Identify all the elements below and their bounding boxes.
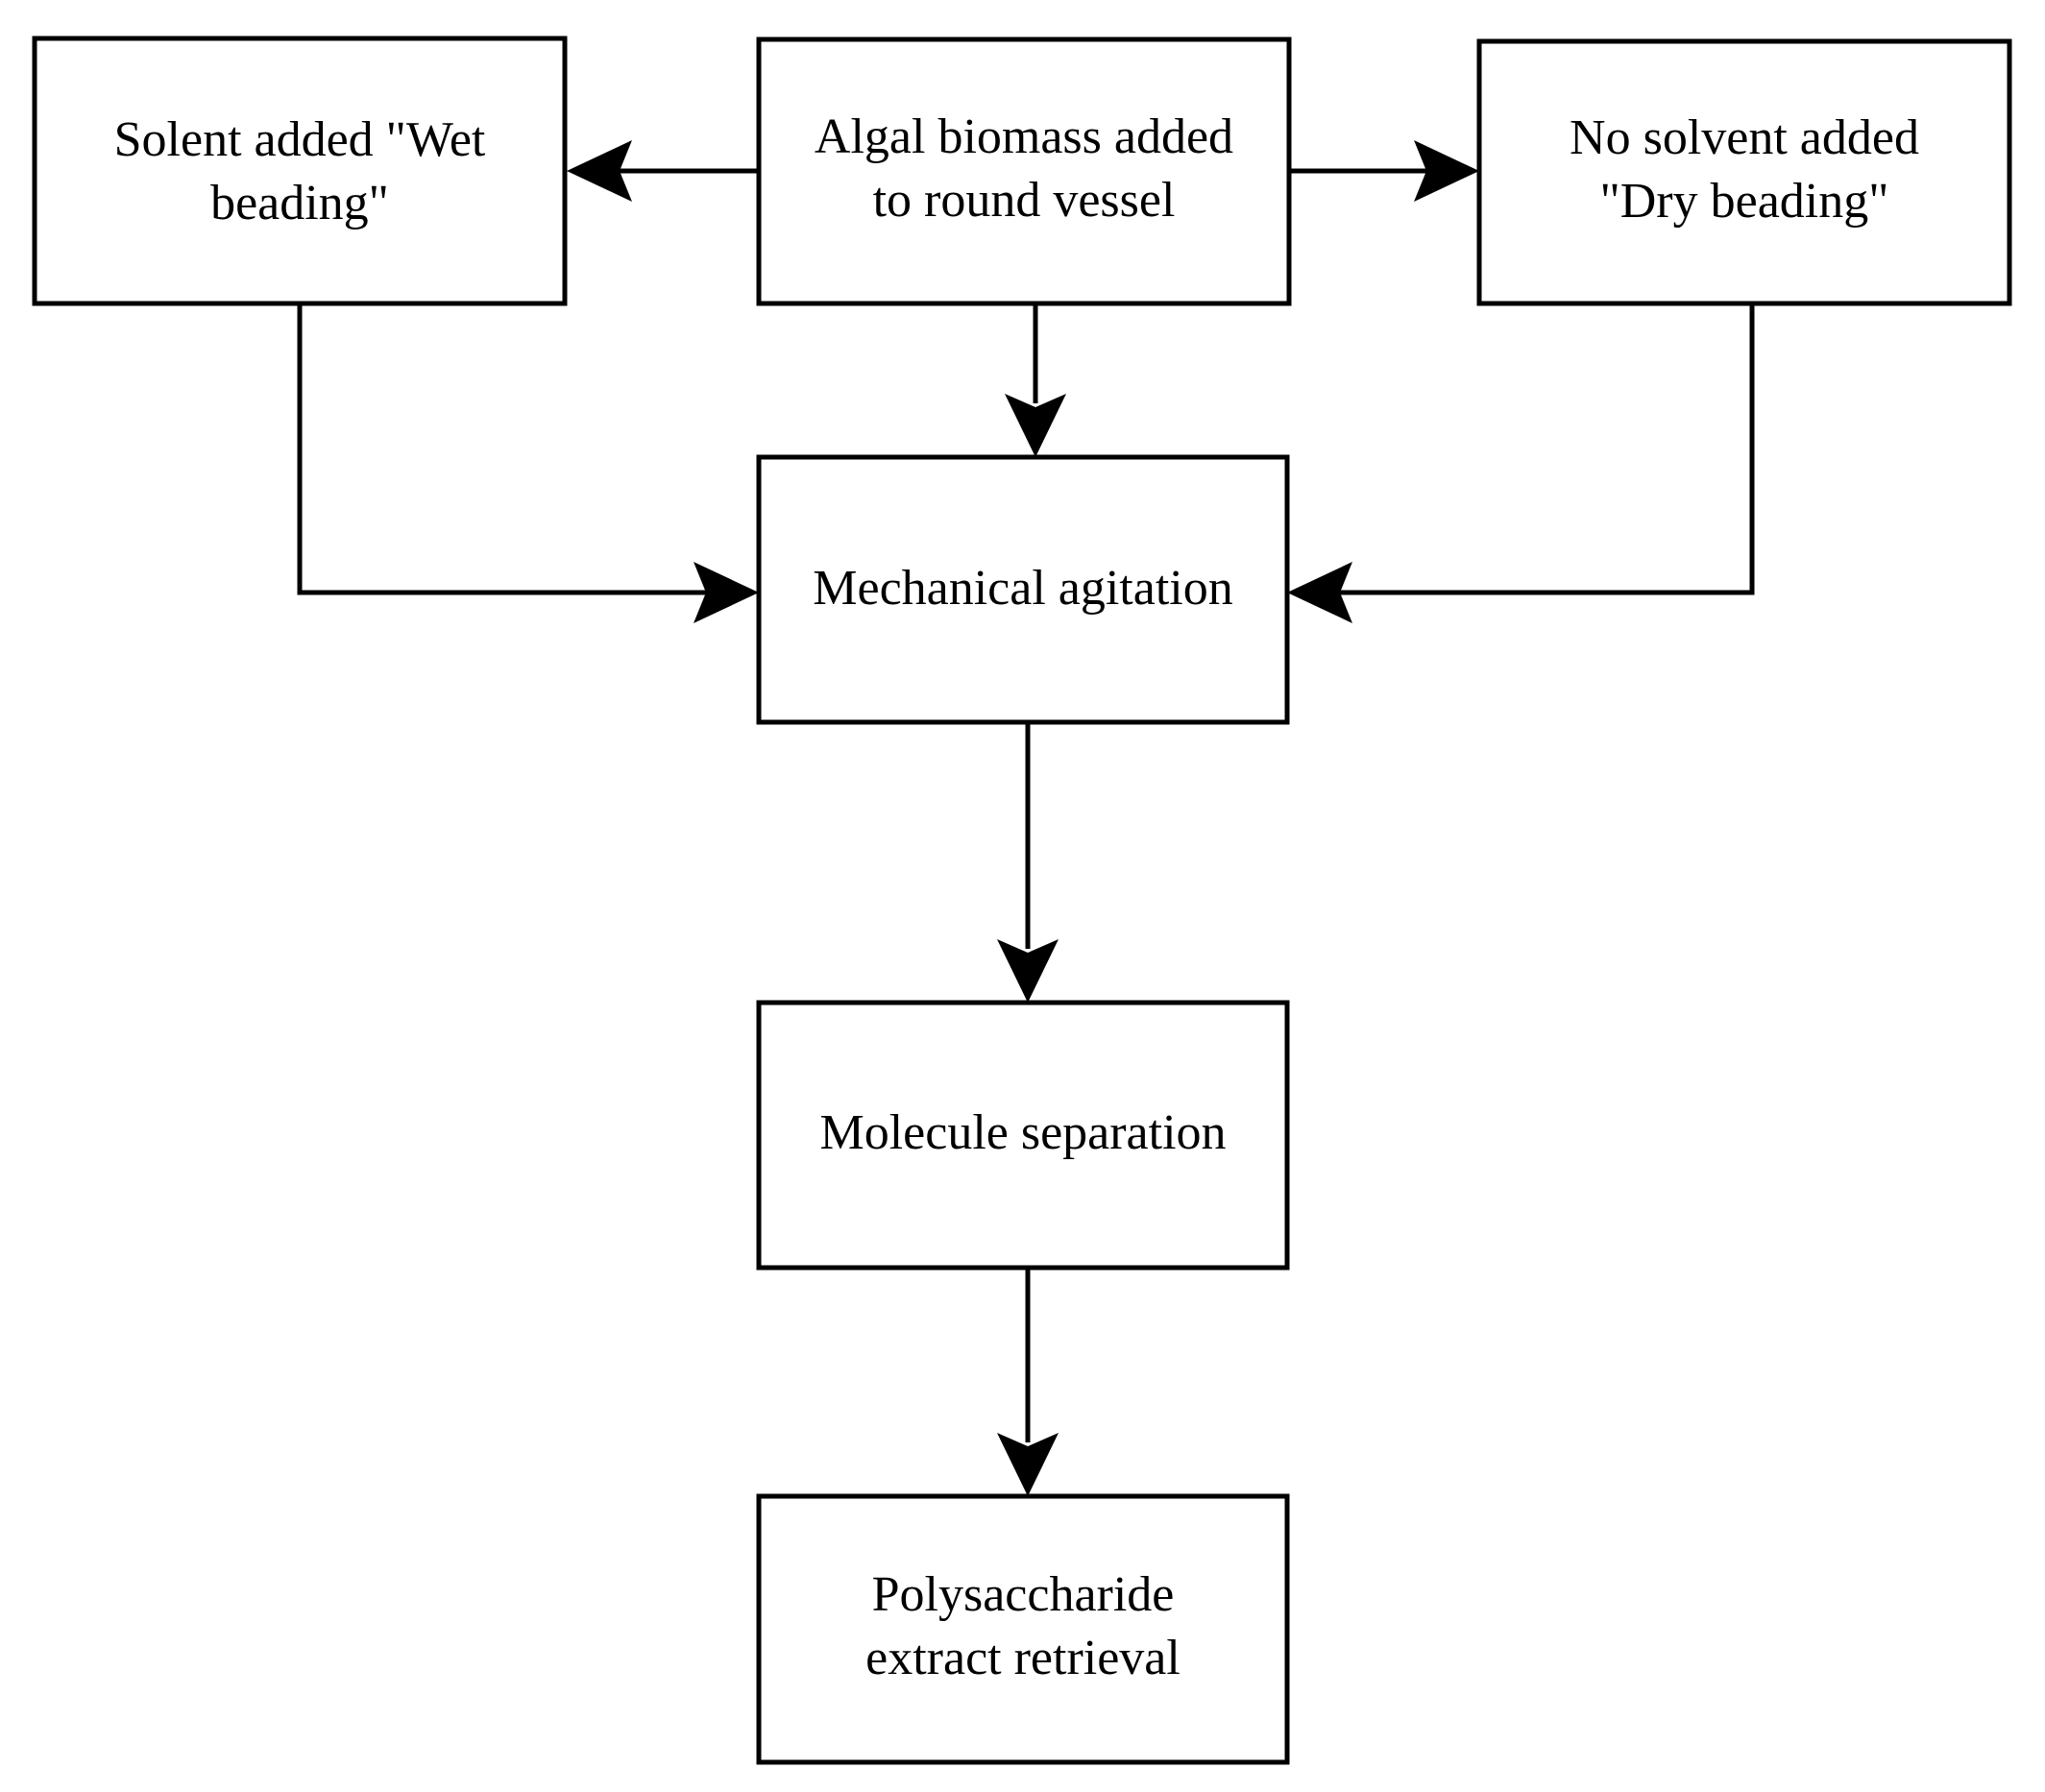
node-algal-biomass-label-line1: Algal biomass added [815,109,1233,164]
node-polysaccharide-retrieval-label-line1: Polysaccharide [872,1567,1175,1622]
edge-algal-to-mechanical-agitation-arrowhead [1005,394,1066,457]
edge-algal-to-dry-beading-arrowhead [1414,140,1479,202]
node-polysaccharide-retrieval-box[interactable] [756,1493,1290,1765]
edge-algal-to-dry-beading [1289,140,1479,202]
node-mechanical-agitation-label-line1: Mechanical agitation [813,561,1232,616]
node-dry-beading[interactable]: No solvent added "Dry beading" [1476,38,2012,306]
edge-algal-to-mechanical-agitation [1005,303,1066,457]
node-molecule-separation[interactable]: Molecule separation [756,1000,1290,1271]
node-dry-beading-label-line2: "Dry beading" [1600,174,1889,229]
node-algal-biomass[interactable]: Algal biomass added to round vessel [756,36,1292,306]
node-algal-biomass-box[interactable] [756,36,1292,306]
edge-algal-to-wet-beading-arrowhead [567,140,632,202]
edge-mechanical-agitation-to-molecule-separation-arrowhead [997,939,1059,1003]
edge-mechanical-agitation-to-molecule-separation [997,722,1059,1003]
node-polysaccharide-retrieval-label-line2: extract retrieval [865,1631,1181,1685]
node-algal-biomass-label-line2: to round vessel [873,173,1176,228]
edge-dry-beading-to-mechanical-agitation-arrowhead [1287,562,1352,623]
node-wet-beading[interactable]: Solent added "Wet beading" [32,36,568,306]
edge-molecule-separation-to-polysaccharide-retrieval-arrowhead [997,1433,1059,1496]
edge-wet-beading-to-mechanical-agitation [297,303,759,623]
edge-dry-beading-to-mechanical-agitation [1287,303,1755,623]
edge-dry-beading-to-mechanical-agitation-line [1340,303,1755,595]
edge-wet-beading-to-mechanical-agitation-line [297,303,706,595]
node-wet-beading-label-line2: beading" [210,176,389,230]
edge-molecule-separation-to-polysaccharide-retrieval [997,1268,1059,1496]
node-dry-beading-box[interactable] [1476,38,2012,306]
node-wet-beading-box[interactable] [32,36,568,306]
node-dry-beading-label-line1: No solvent added [1570,110,1919,165]
node-wet-beading-label-line1: Solent added "Wet [114,112,486,167]
node-mechanical-agitation[interactable]: Mechanical agitation [756,454,1290,725]
node-molecule-separation-label-line1: Molecule separation [819,1105,1226,1160]
edge-algal-to-wet-beading [567,140,757,202]
node-polysaccharide-retrieval[interactable]: Polysaccharide extract retrieval [756,1493,1290,1765]
node-molecule-separation-box[interactable] [756,1000,1290,1271]
edge-wet-beading-to-mechanical-agitation-arrowhead [694,562,759,623]
node-mechanical-agitation-box[interactable] [756,454,1290,725]
